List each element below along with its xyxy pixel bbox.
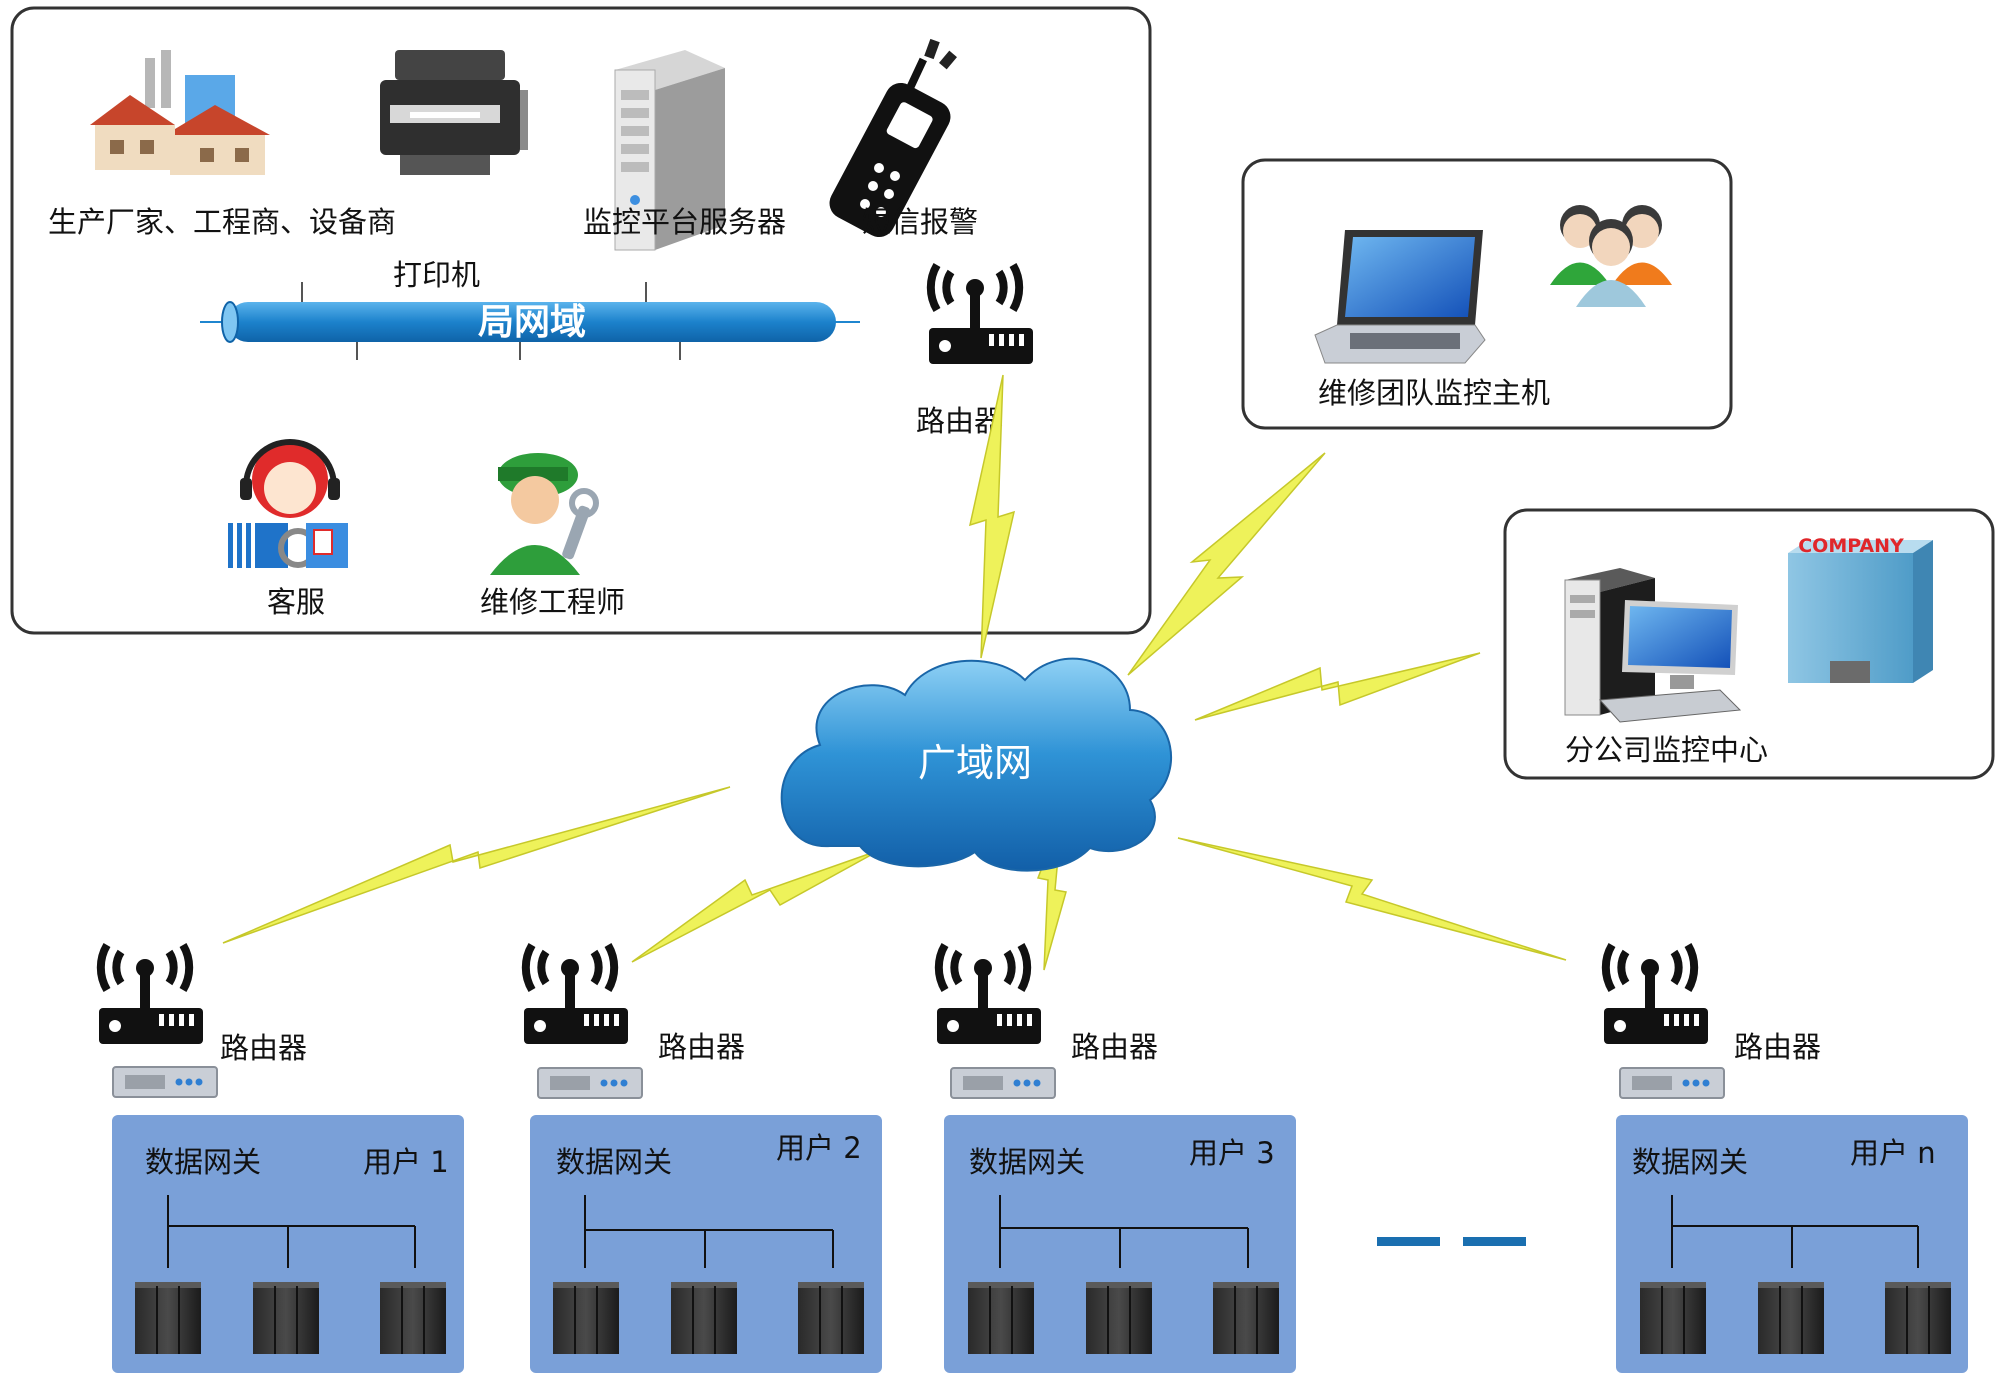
- server-rack-icon: [1639, 1281, 1707, 1355]
- customer-service-label: 客服: [267, 585, 325, 619]
- server-icon: [614, 50, 725, 251]
- laptop-icon: [1314, 230, 1486, 364]
- printer-label: 打印机: [393, 258, 480, 292]
- user-site-n: 路由器 数据网关 用户 n: [1604, 945, 1968, 1373]
- site-router-icon: [1604, 945, 1708, 1044]
- server-rack-icon: [670, 1281, 738, 1355]
- server-rack-icon: [379, 1281, 447, 1355]
- branch-office-label: 分公司监控中心: [1565, 733, 1768, 767]
- server-rack-icon: [1757, 1281, 1825, 1355]
- mobile-phone-icon: [829, 38, 957, 238]
- user-label: 用户 3: [1189, 1136, 1275, 1170]
- monitor-server-label: 监控平台服务器: [583, 205, 786, 239]
- lightning-bolt: [222, 786, 731, 944]
- server-rack-icon: [1884, 1281, 1952, 1355]
- user-site-2: 路由器 数据网关 用户 2: [524, 945, 882, 1373]
- lan-bus: 局网域: [200, 282, 860, 360]
- user-label: 用户 1: [363, 1145, 449, 1179]
- gateway-label: 数据网关: [556, 1145, 672, 1179]
- team-users-icon: [1550, 205, 1672, 307]
- customer-service-icon: [228, 439, 348, 568]
- ellipsis-dash: [1377, 1237, 1440, 1246]
- server-rack-icon: [1085, 1281, 1153, 1355]
- lightning-bolt: [1036, 814, 1067, 971]
- lightning-bolt: [1177, 837, 1567, 961]
- server-rack-icon: [797, 1281, 865, 1355]
- ellipsis-dash: [1463, 1237, 1526, 1246]
- site-router-label: 路由器: [1734, 1030, 1821, 1064]
- wan-label: 广域网: [918, 741, 1032, 785]
- site-router-label: 路由器: [220, 1031, 307, 1065]
- desktop-computer-icon: [1564, 568, 1742, 723]
- lightning-bolt: [1194, 652, 1481, 721]
- user-label: 用户 2: [776, 1131, 862, 1165]
- site-router-icon: [937, 945, 1041, 1044]
- site-router-icon: [99, 945, 203, 1044]
- company-building-icon: COMPANY: [1788, 535, 1933, 683]
- gateway-label: 数据网关: [1632, 1145, 1748, 1179]
- gateway-device-icon: [112, 1066, 218, 1098]
- sms-alarm-label: 短信报警: [862, 205, 978, 239]
- server-rack-icon: [1212, 1281, 1280, 1355]
- gateway-device-icon: [1619, 1067, 1725, 1099]
- server-rack-icon: [252, 1281, 320, 1355]
- lightning-bolt: [1127, 452, 1326, 676]
- site-router-label: 路由器: [658, 1030, 745, 1064]
- server-rack-icon: [134, 1281, 202, 1355]
- gateway-label: 数据网关: [145, 1145, 261, 1179]
- user-label: 用户 n: [1850, 1136, 1936, 1170]
- router-label: 路由器: [916, 404, 1003, 438]
- site-router-icon: [524, 945, 628, 1044]
- maintenance-engineer-label: 维修工程师: [480, 585, 625, 619]
- server-rack-icon: [967, 1281, 1035, 1355]
- maintenance-team-label: 维修团队监控主机: [1318, 376, 1550, 410]
- wireless-links: [222, 374, 1567, 971]
- maintenance-engineer-icon: [490, 453, 599, 575]
- lightning-bolt: [968, 374, 1016, 659]
- wan-cloud: 广域网: [780, 657, 1172, 872]
- lan-label: 局网域: [478, 302, 586, 343]
- gateway-device-icon: [537, 1067, 643, 1099]
- lightning-bolt: [631, 849, 881, 963]
- printer-icon: [380, 50, 528, 175]
- factory-icon: [90, 50, 270, 175]
- gateway-device-icon: [950, 1067, 1056, 1099]
- manufacturers-label: 生产厂家、工程商、设备商: [48, 205, 396, 239]
- site-router-label: 路由器: [1071, 1030, 1158, 1064]
- company-sign: COMPANY: [1798, 535, 1904, 557]
- gateway-label: 数据网关: [969, 1145, 1085, 1179]
- user-site-3: 路由器 数据网关 用户 3: [937, 945, 1296, 1373]
- server-rack-icon: [552, 1281, 620, 1355]
- user-site-1: 路由器 数据网关 用户 1: [99, 945, 464, 1373]
